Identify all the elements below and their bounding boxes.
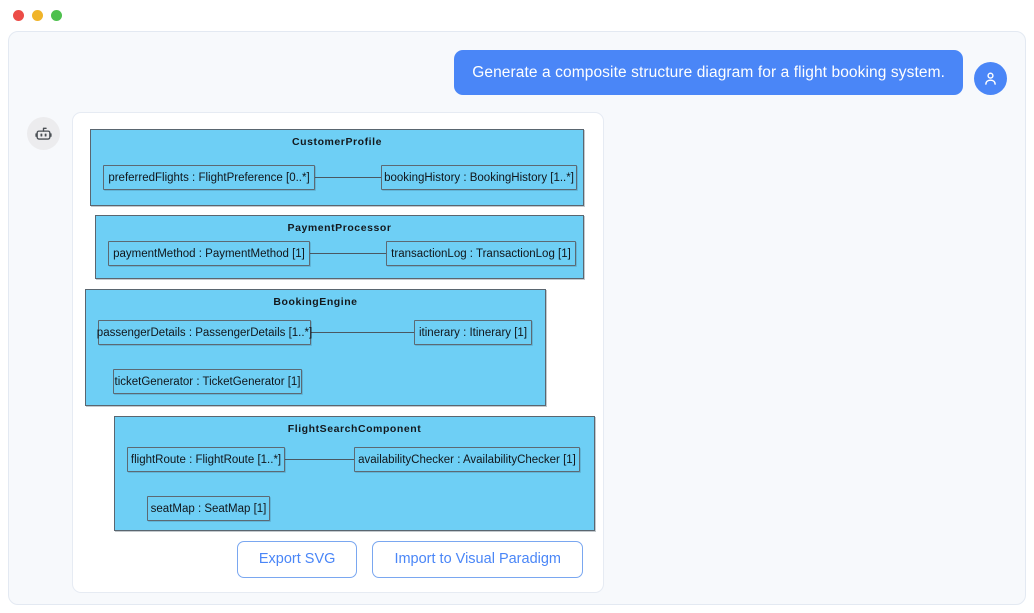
component-part: paymentMethod : PaymentMethod [1] — [108, 241, 310, 267]
robot-icon — [35, 128, 52, 141]
user-avatar — [974, 62, 1007, 95]
diagram-actions: Export SVG Import to Visual Paradigm — [85, 541, 591, 578]
uml-composite-structure-diagram: CustomerProfile preferredFlights : Flight… — [85, 125, 595, 532]
component-part: itinerary : Itinerary [1] — [414, 320, 532, 346]
component-title: FlightSearchComponent — [287, 423, 422, 436]
user-message-bubble: Generate a composite structure diagram f… — [454, 50, 963, 96]
component-bookingengine: BookingEngine passengerDetails : Passenge… — [85, 289, 546, 407]
component-title: BookingEngine — [273, 296, 358, 309]
maximize-window-button[interactable] — [51, 10, 62, 21]
component-part: ticketGenerator : TicketGenerator [1] — [113, 369, 302, 395]
diagram-card: CustomerProfile preferredFlights : Flight… — [72, 112, 604, 593]
assistant-message-row: CustomerProfile preferredFlights : Flight… — [27, 112, 1007, 593]
component-part: seatMap : SeatMap [1] — [147, 496, 270, 522]
component-part: transactionLog : TransactionLog [1] — [386, 241, 576, 267]
component-title: CustomerProfile — [292, 136, 382, 149]
assistant-avatar — [27, 117, 60, 151]
component-title: PaymentProcessor — [287, 222, 392, 235]
component-paymentprocessor: PaymentProcessor paymentMethod : PaymentM… — [95, 215, 584, 280]
window-titlebar — [0, 0, 1034, 31]
part-connector — [285, 459, 354, 461]
component-part: bookingHistory : BookingHistory [1..*] — [381, 165, 577, 191]
chat-surface: Generate a composite structure diagram f… — [8, 31, 1026, 605]
part-connector — [310, 253, 386, 255]
export-svg-button[interactable]: Export SVG — [236, 541, 358, 578]
import-to-visual-paradigm-button[interactable]: Import to Visual Paradigm — [372, 541, 583, 578]
component-part: preferredFlights : FlightPreference [0..… — [103, 165, 315, 191]
component-part: flightRoute : FlightRoute [1..*] — [127, 447, 285, 473]
user-icon — [985, 72, 996, 85]
close-window-button[interactable] — [13, 10, 24, 21]
user-message-row: Generate a composite structure diagram f… — [27, 50, 1007, 96]
part-connector — [315, 177, 381, 179]
part-connector — [311, 332, 414, 334]
minimize-window-button[interactable] — [32, 10, 43, 21]
component-part: passengerDetails : PassengerDetails [1..… — [97, 320, 312, 346]
component-part: availabilityChecker : AvailabilityChecke… — [354, 447, 580, 473]
component-customerprofile: CustomerProfile preferredFlights : Flight… — [90, 129, 584, 207]
